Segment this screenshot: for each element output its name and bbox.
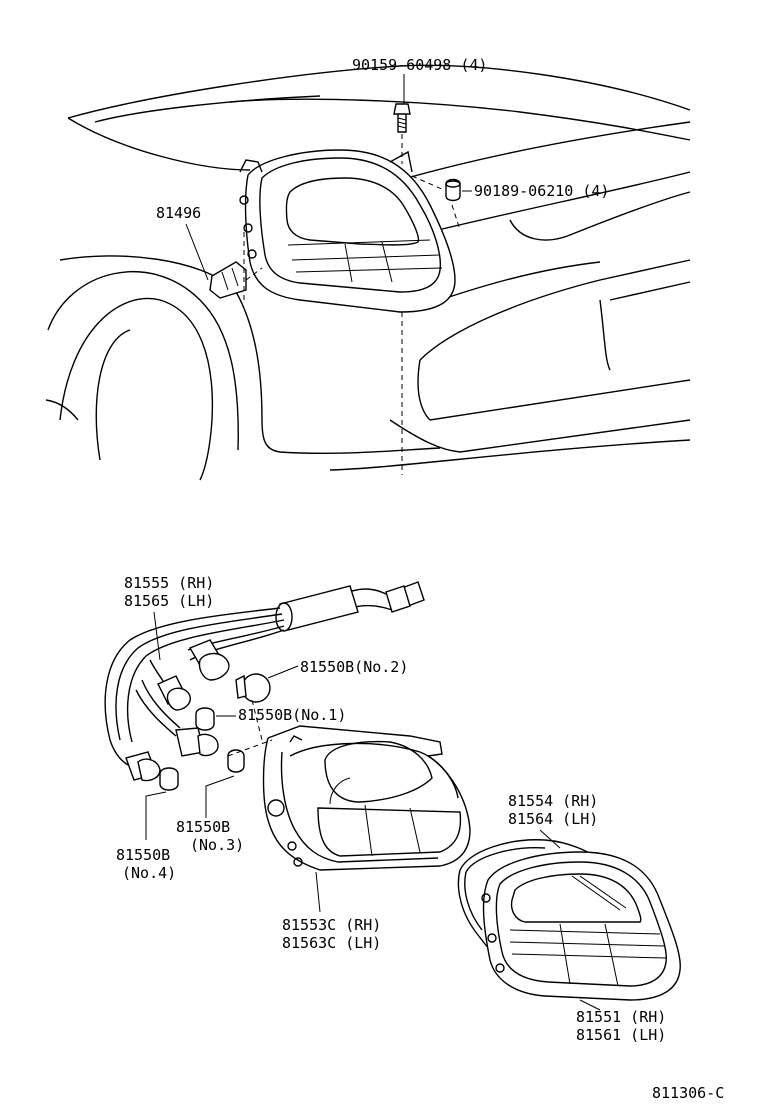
label-body-lh: 81563C (LH) — [282, 934, 381, 952]
label-lens-rh: 81551 (RH) — [576, 1008, 666, 1026]
lamp-body — [262, 725, 471, 871]
bulb-no3-icon — [227, 749, 245, 773]
label-nut: 90189-06210 (4) — [474, 182, 609, 200]
leaders-bottom — [145, 611, 601, 1011]
label-bulb-no3-part: 81550B — [176, 818, 230, 836]
label-gasket-lh: 81564 (LH) — [508, 810, 598, 828]
socket-and-wire — [104, 581, 425, 791]
label-body-rh: 81553C (RH) — [282, 916, 381, 934]
label-bulb-no1: 81550B(No.1) — [238, 706, 346, 724]
label-clip: 81496 — [156, 204, 201, 222]
label-bulb-no4-part: 81550B — [116, 846, 170, 864]
label-lens-lh: 81561 (LH) — [576, 1026, 666, 1044]
lamp-lens — [481, 851, 681, 1001]
label-bulb-no2: 81550B(No.2) — [300, 658, 408, 676]
figure-code: 811306-C — [652, 1084, 724, 1102]
label-socket-wire-rh: 81555 (RH) — [124, 574, 214, 592]
bulb-no1-icon — [195, 707, 215, 731]
install-lines-bottom — [227, 699, 273, 757]
installed-tail-lamp — [209, 103, 461, 313]
label-bulb-no4-position: (No.4) — [122, 864, 176, 882]
label-socket-wire-lh: 81565 (LH) — [124, 592, 214, 610]
bulb-no2-icon — [241, 673, 271, 703]
label-bulb-no3-position: (No.3) — [190, 836, 244, 854]
label-gasket-rh: 81554 (RH) — [508, 792, 598, 810]
install-lines-top — [243, 134, 461, 475]
vehicle-body-outline — [45, 64, 691, 481]
leaders-top — [185, 74, 472, 281]
bulb-no4-icon — [159, 767, 179, 791]
label-bolt: 90159-60498 (4) — [352, 56, 487, 74]
